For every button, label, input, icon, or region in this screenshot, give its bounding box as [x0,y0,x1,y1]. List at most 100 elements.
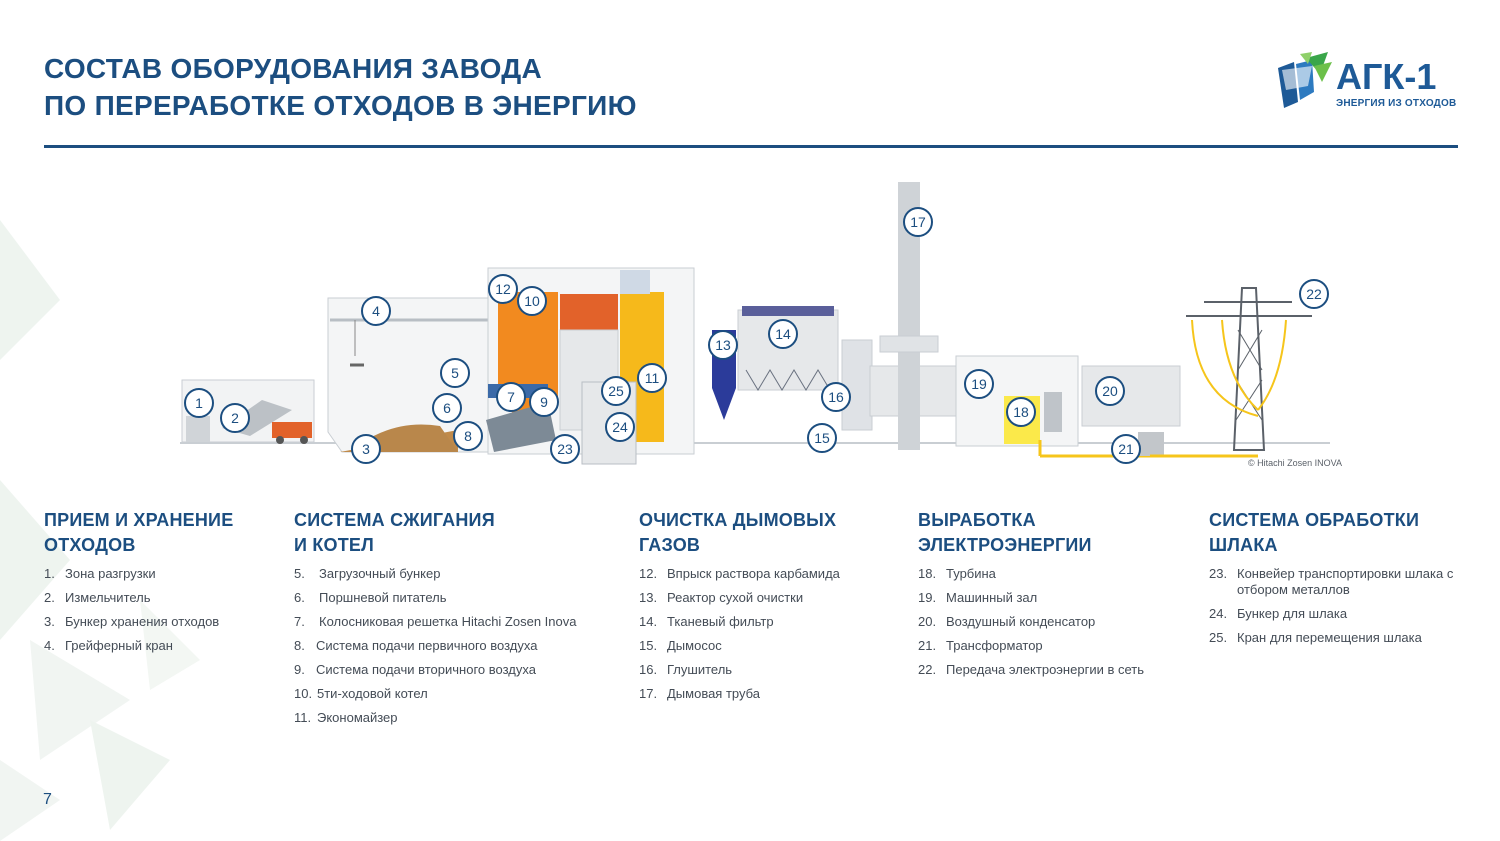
list-item: 6.Поршневой питатель [294,590,447,605]
list-item: 19.Машинный зал [918,590,1038,605]
page-title: СОСТАВ ОБОРУДОВАНИЯ ЗАВОДА ПО ПЕРЕРАБОТК… [44,50,637,124]
list-item: 3.Бункер хранения отходов [44,614,220,629]
logo-mark-icon [1278,52,1332,108]
list-item: 16.Глушитель [639,662,733,677]
list-item: 4.Грейферный кран [44,638,173,653]
list-item: 18.Турбина [918,566,996,581]
badge-7: 7 [496,382,526,412]
svg-text:13: 13 [715,337,731,353]
list-item: 22.Передача электроэнергии в сеть [918,662,1144,677]
svg-text:7: 7 [507,389,515,405]
list-item: 23.Конвейер транспортировки шлака с отбо… [1209,566,1454,597]
list-item: 14.Тканевый фильтр [639,614,774,629]
svg-text:18: 18 [1013,404,1029,420]
badge-16: 16 [821,382,851,412]
list-item: 17.Дымовая труба [639,686,761,701]
svg-text:4: 4 [372,303,380,319]
header-divider [44,145,1458,148]
badge-5: 5 [440,358,470,388]
svg-text:11: 11 [645,370,660,386]
section-flue-gas-cleaning: ОЧИСТКА ДЫМОВЫХ ГАЗОВ 12.Впрыск раствора… [639,508,889,710]
badge-17: 17 [903,207,933,237]
list-item: 24.Бункер для шлака [1209,606,1348,621]
badge-6: 6 [432,393,462,423]
logo-text: АГК-1 [1336,56,1437,97]
badge-22: 22 [1299,279,1329,309]
svg-text:24: 24 [612,419,628,435]
badge-19: 19 [964,369,994,399]
diagram-copyright: © Hitachi Zosen INOVA [1248,458,1342,468]
list-item: 13.Реактор сухой очистки [639,590,804,605]
svg-text:9: 9 [540,394,548,410]
equipment-list: 18.Турбина 19.Машинный зал 20.Воздушный … [918,566,1188,678]
svg-text:10: 10 [524,293,540,309]
svg-text:21: 21 [1118,441,1134,457]
svg-text:1: 1 [195,395,203,411]
badge-14: 14 [768,319,798,349]
svg-text:15: 15 [814,430,830,446]
badge-9: 9 [529,387,559,417]
svg-text:2: 2 [231,410,239,426]
list-item: 5.Загрузочный бункер [294,566,441,581]
list-item: 7.Колосниковая решетка Hitachi Zosen Ino… [294,614,577,629]
svg-text:17: 17 [910,214,926,230]
svg-text:12: 12 [495,281,511,297]
svg-text:16: 16 [828,389,844,405]
badge-3: 3 [351,434,381,464]
badge-4: 4 [361,296,391,326]
badge-24: 24 [605,412,635,442]
badge-18: 18 [1006,397,1036,427]
equipment-list: 12.Впрыск раствора карбамида 13.Реактор … [639,566,889,702]
badge-20: 20 [1095,376,1125,406]
badge-23: 23 [550,434,580,464]
svg-text:23: 23 [557,441,573,457]
section-waste-reception: ПРИЕМ И ХРАНЕНИЕ ОТХОДОВ 1.Зона разгрузк… [44,508,274,662]
list-item: 20.Воздушный конденсатор [918,614,1096,629]
badge-1: 1 [184,388,214,418]
list-item: 25.Кран для перемещения шлака [1209,630,1422,645]
list-item: 10.5ти-ходовой котел [294,686,428,701]
equipment-list: 5.Загрузочный бункер 6.Поршневой питател… [294,566,619,726]
badge-11: 11 [637,363,667,393]
badge-12: 12 [488,274,518,304]
list-item: 11.Экономайзер [294,710,398,725]
section-title: СИСТЕМА ОБРАБОТКИ ШЛАКА [1209,510,1420,555]
svg-text:6: 6 [443,400,451,416]
list-item: 9.Система подачи вторичного воздуха [294,662,536,677]
badge-2: 2 [220,403,250,433]
list-item: 2.Измельчитель [44,590,151,605]
list-item: 15.Дымосос [639,638,722,653]
page-number: 7 [43,791,52,808]
svg-text:25: 25 [608,383,624,399]
badge-13: 13 [708,330,738,360]
section-power-generation: ВЫРАБОТКА ЭЛЕКТРОЭНЕРГИИ 18.Турбина 19.М… [918,508,1188,686]
list-item: 8.Система подачи первичного воздуха [294,638,538,653]
equipment-list: 1.Зона разгрузки 2.Измельчитель 3.Бункер… [44,566,274,654]
equipment-list: 23.Конвейер транспортировки шлака с отбо… [1209,566,1471,646]
section-combustion-boiler: СИСТЕМА СЖИГАНИЯ И КОТЕЛ 5.Загрузочный б… [294,508,619,734]
badge-25: 25 [601,376,631,406]
list-item: 21.Трансформатор [918,638,1043,653]
svg-text:14: 14 [775,326,791,342]
svg-text:22: 22 [1306,286,1322,302]
badge-21: 21 [1111,434,1141,464]
svg-text:5: 5 [451,365,459,381]
svg-text:3: 3 [362,441,370,457]
badge-15: 15 [807,423,837,453]
badge-10: 10 [517,286,547,316]
section-slag-handling: СИСТЕМА ОБРАБОТКИ ШЛАКА 23.Конвейер тран… [1209,508,1471,654]
svg-text:19: 19 [971,376,987,392]
section-title: СИСТЕМА СЖИГАНИЯ И КОТЕЛ [294,510,495,555]
section-title: ОЧИСТКА ДЫМОВЫХ ГАЗОВ [639,510,837,555]
logo-tagline: ЭНЕРГИЯ ИЗ ОТХОДОВ [1336,98,1457,109]
section-title: ПРИЕМ И ХРАНЕНИЕ ОТХОДОВ [44,510,234,555]
list-item: 12.Впрыск раствора карбамида [639,566,840,581]
list-item: 1.Зона разгрузки [44,566,156,581]
badge-8: 8 [453,421,483,451]
section-title: ВЫРАБОТКА ЭЛЕКТРОЭНЕРГИИ [918,510,1092,555]
svg-text:20: 20 [1102,383,1118,399]
plant-diagram: © Hitachi Zosen INOVA 1 2 3 4 5 6 7 8 9 … [180,182,1342,468]
company-logo: АГК-1 ЭНЕРГИЯ ИЗ ОТХОДОВ [1272,52,1462,122]
page-title-line2: ПО ПЕРЕРАБОТКЕ ОТХОДОВ В ЭНЕРГИЮ [44,90,637,121]
